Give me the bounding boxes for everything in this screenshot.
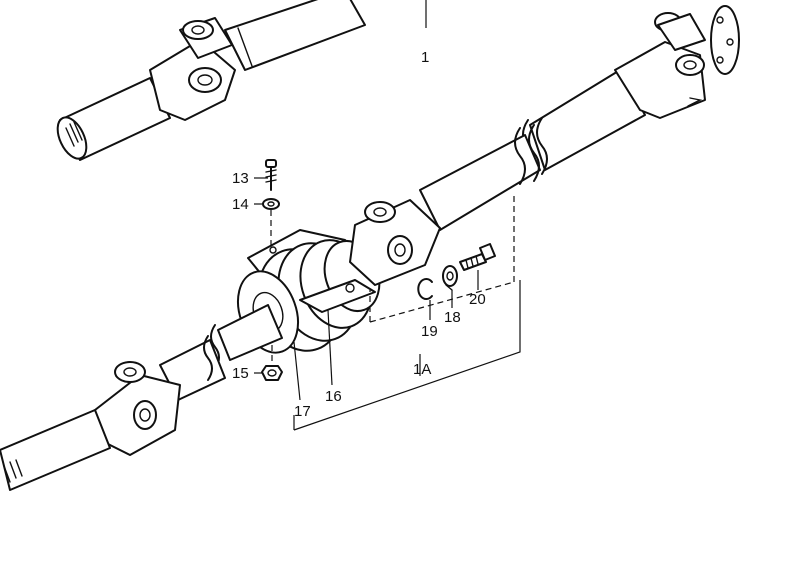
lower-shaft-front: [0, 304, 283, 491]
part-labels: 1 13 14 15 16 17 18 19 20 1A: [232, 49, 486, 420]
bolt-20: [459, 243, 496, 271]
label-18: 18: [444, 309, 461, 326]
upper-shaft-rear: [522, 5, 740, 177]
label-17: 17: [294, 403, 311, 420]
leader-lines: [254, 0, 521, 431]
bolt-13: [265, 159, 277, 191]
label-20: 20: [469, 291, 486, 308]
label-16: 16: [325, 388, 342, 405]
upper-shaft-front: [56, 0, 366, 161]
label-19: 19: [421, 323, 438, 340]
middle-tube: [419, 124, 541, 231]
label-1a: 1A: [413, 361, 431, 378]
washer-14: [262, 198, 280, 210]
label-1: 1: [421, 49, 429, 66]
washer-18: [442, 265, 458, 291]
nut-15: [261, 365, 283, 381]
label-15: 15: [232, 365, 249, 382]
label-13: 13: [232, 170, 249, 187]
circlip-19: [417, 278, 433, 300]
label-14: 14: [232, 196, 249, 213]
